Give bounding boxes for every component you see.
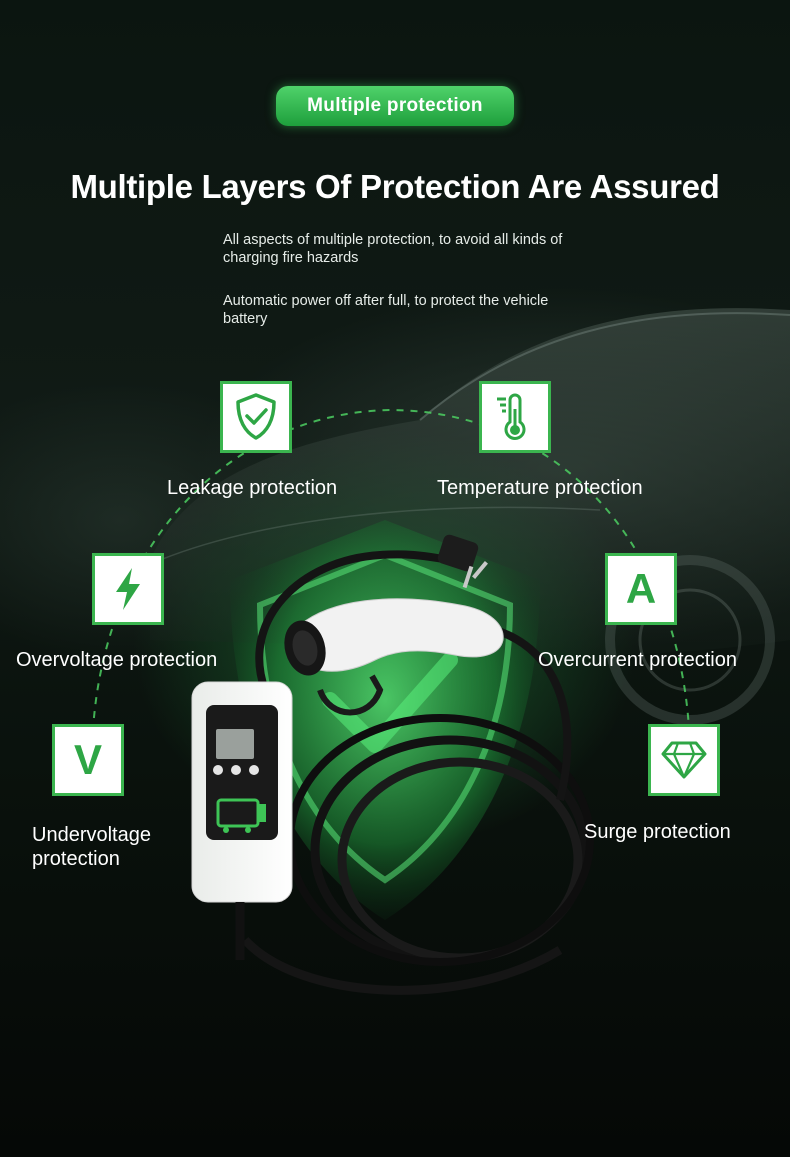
feature-icon-box-surge xyxy=(648,724,720,796)
feature-icon-box-leakage xyxy=(220,381,292,453)
thermometer-icon xyxy=(497,393,526,440)
feature-label-overcurrent: Overcurrent protection xyxy=(538,649,737,671)
letter-a-icon: A xyxy=(625,565,657,612)
lightning-bolt-icon xyxy=(116,568,140,610)
feature-icon-box-temperature xyxy=(479,381,551,453)
portable-ev-charger xyxy=(191,534,594,995)
letter-v-icon: V xyxy=(73,736,102,783)
feature-label-overvoltage: Overvoltage protection xyxy=(16,649,218,671)
description-line: All aspects of multiple protection, to a… xyxy=(223,232,563,266)
feature-label-undervoltage: Undervoltage protection xyxy=(32,824,151,870)
section-badge: Multiple protection xyxy=(276,86,514,126)
diamond-icon xyxy=(661,741,707,779)
feature-icon-box-overcurrent: A xyxy=(605,553,677,625)
feature-label-surge: Surge protection xyxy=(584,821,731,843)
shield-check-icon xyxy=(236,393,276,440)
feature-icon-box-overvoltage xyxy=(92,553,164,625)
feature-label-leakage: Leakage protection xyxy=(167,477,338,499)
description-line: Automatic power off after full, to prote… xyxy=(223,293,549,327)
feature-label-temperature: Temperature protection xyxy=(437,477,643,499)
feature-icon-box-undervoltage: V xyxy=(52,724,124,796)
page-title: Multiple Layers Of Protection Are Assure… xyxy=(70,168,720,205)
